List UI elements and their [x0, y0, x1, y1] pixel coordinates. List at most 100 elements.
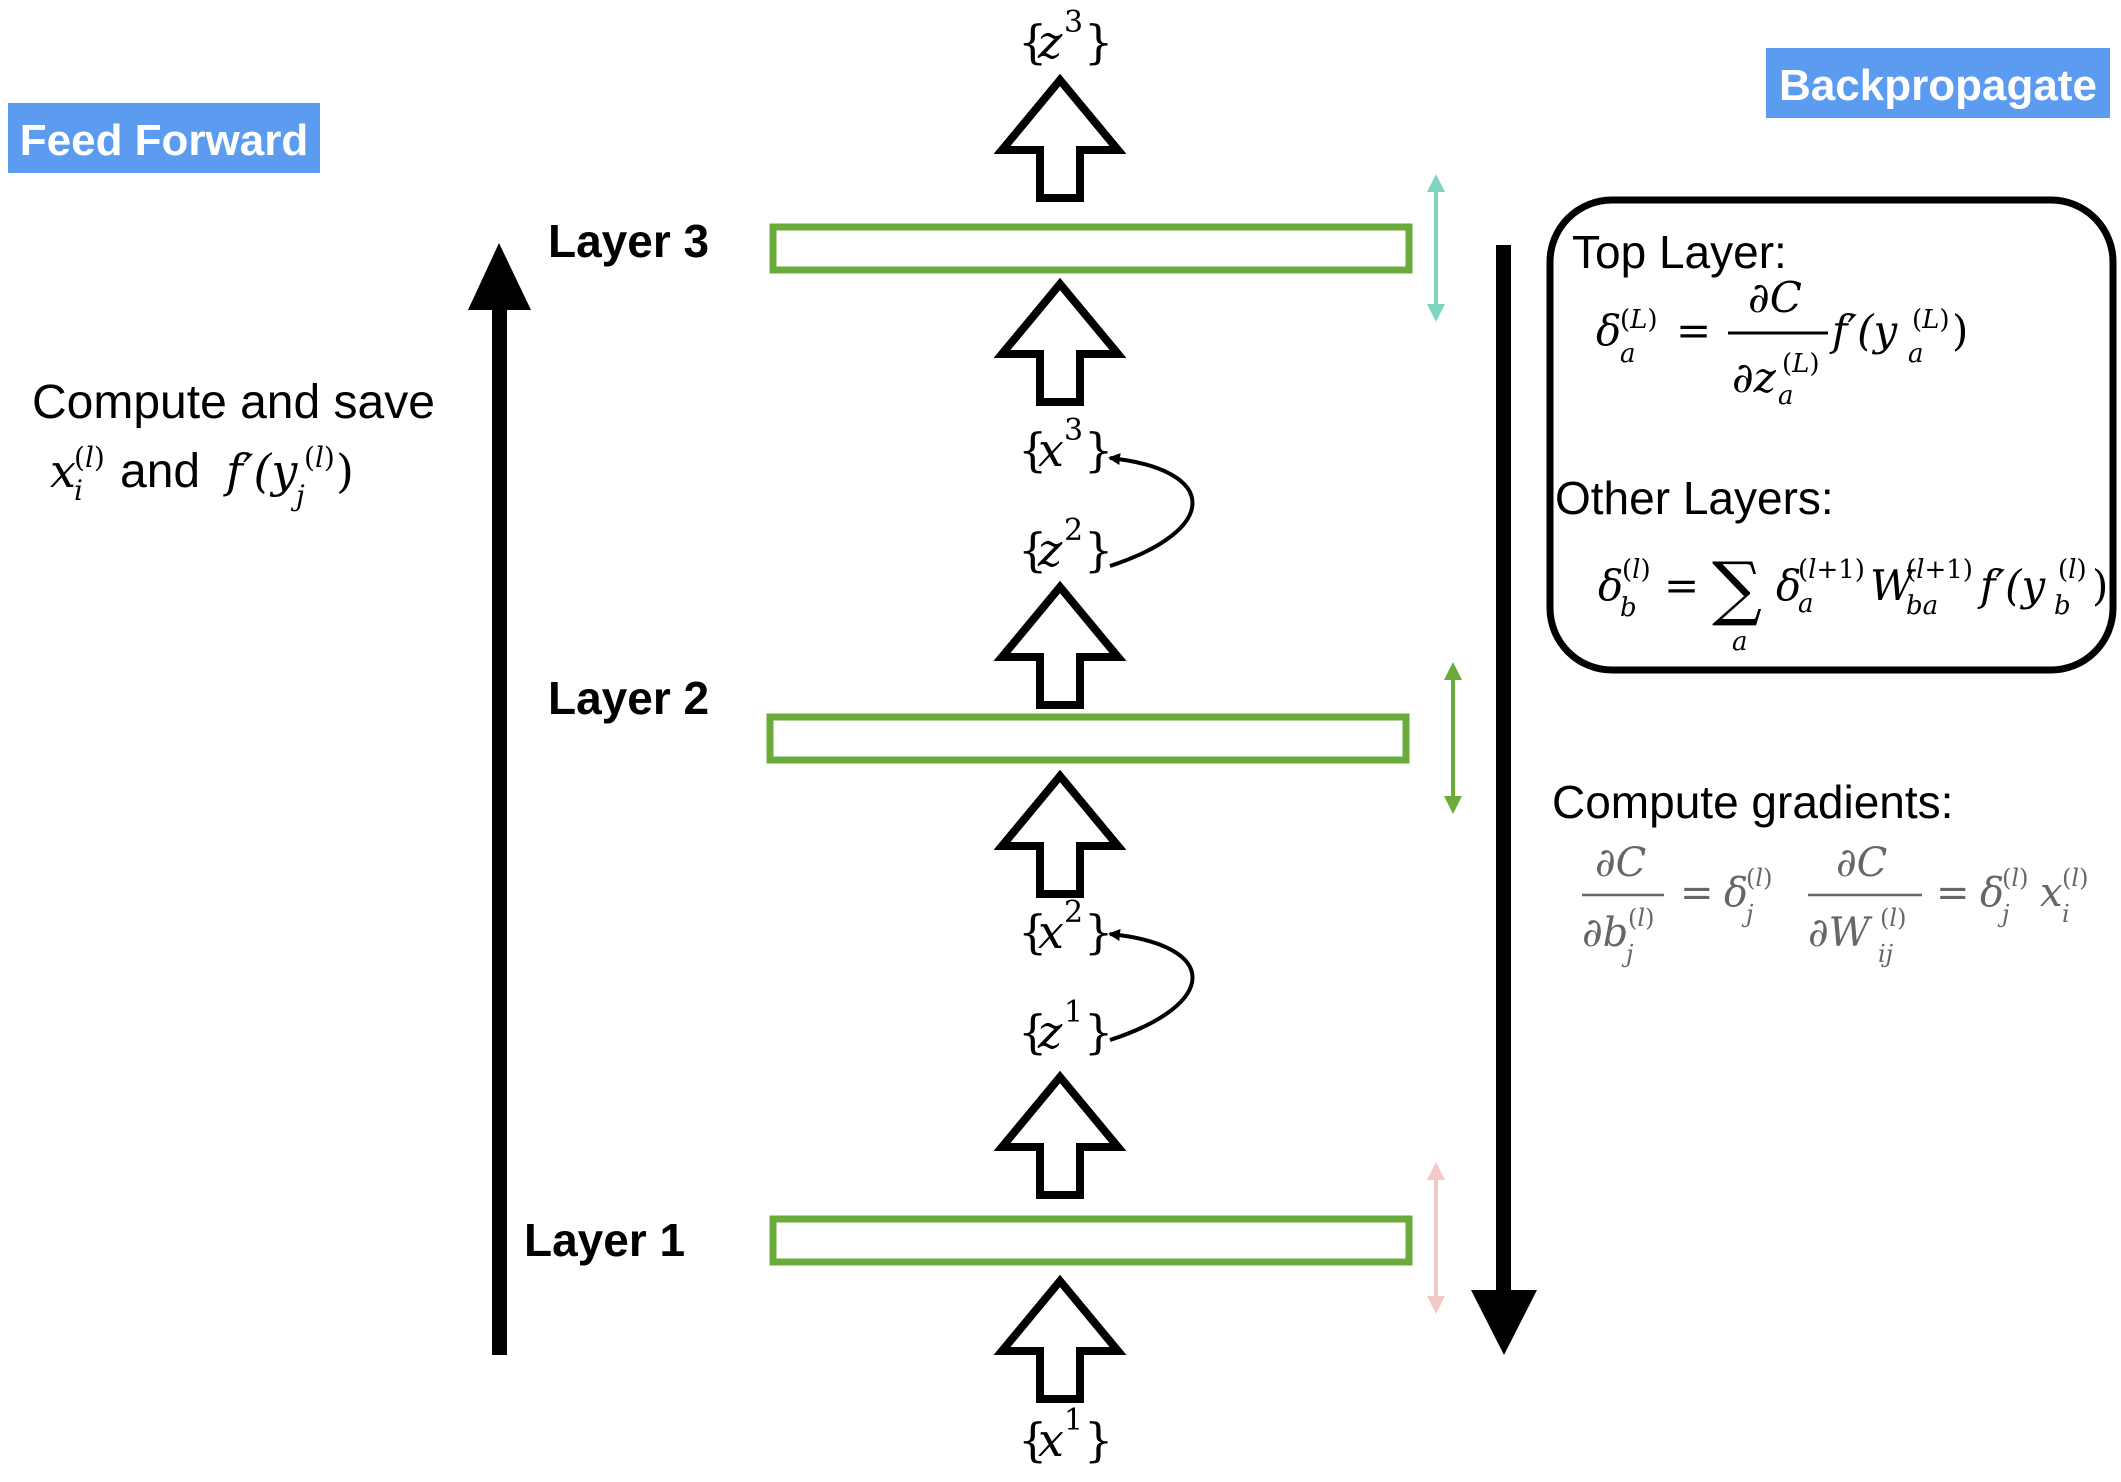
compute-and-save-note: Compute and save x (l) i and f′(y (l) j …: [32, 376, 435, 512]
svg-text:(l): (l): [1746, 864, 1772, 892]
layer-1-box: [769, 1215, 1413, 1266]
svg-text:3: 3: [1064, 413, 1083, 448]
and-word: and: [120, 445, 200, 498]
down-arrow-icon: [1471, 245, 1537, 1355]
svg-text:): ): [1952, 306, 1968, 355]
svg-text:z: z: [1037, 15, 1063, 69]
svg-text:∂C: ∂C: [1595, 840, 1646, 886]
svg-text:x: x: [1038, 423, 1064, 477]
layer-2-label: Layer 2: [548, 672, 709, 724]
up-hollow-arrow-icon: [993, 580, 1127, 709]
top-layer-delta-formula: δ (L) a = ∂C ∂z (L) a f′(y (L) a ): [1596, 273, 1968, 411]
svg-text:ba: ba: [1906, 591, 1938, 621]
svg-text:2: 2: [1064, 895, 1083, 930]
layer-1-label: Layer 1: [524, 1214, 685, 1266]
svg-text:a: a: [1620, 339, 1636, 369]
curved-arrow-icon: [1108, 453, 1195, 568]
svg-text:1: 1: [1064, 995, 1083, 1030]
layer-2-box: [766, 713, 1410, 764]
var-x1: { x 1 }: [1018, 1403, 1113, 1467]
svg-text:{: {: [1018, 1005, 1047, 1059]
feed-forward-label: Feed Forward: [20, 116, 309, 165]
double-arrow-icon: [1427, 174, 1445, 322]
svg-text:a: a: [1908, 339, 1924, 369]
svg-text:(l): (l): [1622, 555, 1651, 585]
up-hollow-arrow-icon: [993, 277, 1127, 406]
backpropagate-badge-bg: [1766, 48, 2110, 118]
svg-text:(L): (L): [1912, 305, 1950, 335]
backpropagate-label: Backpropagate: [1779, 61, 2097, 110]
svg-text:x: x: [2040, 870, 2063, 916]
svg-text:δ: δ: [1776, 561, 1801, 610]
up-hollow-arrow-icon: [993, 1070, 1127, 1199]
svg-text:b: b: [1620, 593, 1637, 623]
svg-text:z: z: [1037, 523, 1063, 577]
up-hollow-arrow-icon: [993, 769, 1127, 898]
svg-text:): ): [2092, 561, 2108, 610]
double-arrow-icon: [1444, 662, 1462, 814]
svg-text:(l): (l): [74, 441, 105, 474]
delta-formula-box: [1546, 196, 2117, 674]
svg-text:1: 1: [1064, 1403, 1083, 1438]
svg-text:∂C: ∂C: [1748, 273, 1802, 322]
layer-3-box: [769, 223, 1413, 274]
svg-text:∂C: ∂C: [1836, 840, 1887, 886]
top-layer-label: Top Layer:: [1572, 226, 1787, 278]
svg-text:∂z: ∂z: [1732, 353, 1777, 402]
svg-text:}: }: [1084, 1005, 1113, 1059]
other-layers-label: Other Layers:: [1555, 472, 1834, 524]
svg-text:}: }: [1084, 1413, 1113, 1467]
svg-text:}: }: [1084, 905, 1113, 959]
svg-text:∑: ∑: [1712, 547, 1762, 629]
svg-text:δ: δ: [1724, 870, 1748, 916]
svg-text:3: 3: [1064, 5, 1083, 40]
svg-text:=: =: [1680, 870, 1714, 916]
svg-text:z: z: [1037, 1005, 1063, 1059]
svg-text:(l): (l): [2058, 555, 2087, 585]
double-arrow-icon: [1427, 1162, 1445, 1314]
svg-text:(l): (l): [2062, 864, 2088, 892]
svg-text:x: x: [50, 444, 76, 498]
svg-text:δ: δ: [1598, 561, 1623, 610]
svg-text:δ: δ: [1596, 306, 1621, 355]
svg-text:(l+1): (l+1): [1798, 555, 1865, 585]
bias-gradient-formula: ∂C ∂b (l) j = δ (l) j: [1582, 840, 1772, 968]
svg-text:i: i: [74, 474, 83, 507]
var-x3: { x 3 }: [1018, 413, 1113, 477]
svg-text:2: 2: [1064, 513, 1083, 548]
svg-text:{: {: [1018, 423, 1047, 477]
svg-text:f′(y: f′(y: [1977, 561, 2046, 610]
var-z2: { z 2 }: [1018, 513, 1113, 577]
svg-text:x: x: [1038, 1413, 1064, 1467]
var-z1: { z 1 }: [1018, 995, 1113, 1059]
svg-text:{: {: [1018, 1413, 1047, 1467]
compute-gradients-label: Compute gradients:: [1552, 776, 1953, 828]
svg-text:∂W: ∂W: [1808, 910, 1873, 956]
svg-text:(l): (l): [1880, 904, 1906, 932]
svg-text:(L): (L): [1620, 305, 1658, 335]
svg-text:b: b: [2054, 591, 2071, 621]
svg-text:}: }: [1084, 523, 1113, 577]
svg-text:{: {: [1018, 905, 1047, 959]
svg-text:=: =: [1676, 306, 1711, 355]
curved-arrow-icon: [1108, 929, 1195, 1042]
svg-text:∂b: ∂b: [1582, 910, 1628, 956]
svg-text:δ: δ: [1980, 870, 2004, 916]
layer-3-label: Layer 3: [548, 215, 709, 267]
svg-text:W: W: [1870, 561, 1917, 610]
svg-text:ij: ij: [1878, 940, 1894, 968]
svg-text:{: {: [1018, 15, 1047, 69]
svg-text:i: i: [2062, 900, 2070, 928]
svg-text:=: =: [1664, 561, 1699, 610]
saved-quantities-formula: x (l) i and f′(y (l) j ): [50, 441, 354, 512]
svg-text:a: a: [1798, 589, 1814, 619]
svg-text:x: x: [1038, 905, 1064, 959]
compute-and-save-label: Compute and save: [32, 376, 435, 429]
svg-text:): ): [336, 444, 354, 498]
up-arrow-icon: [468, 243, 531, 1355]
svg-text:=: =: [1936, 870, 1970, 916]
other-layers-delta-formula: δ (l) b = ∑ a δ (l+1) a W (l+1) ba f′(y …: [1598, 547, 2108, 657]
svg-text:(l): (l): [2002, 864, 2028, 892]
svg-text:(L): (L): [1782, 349, 1820, 379]
